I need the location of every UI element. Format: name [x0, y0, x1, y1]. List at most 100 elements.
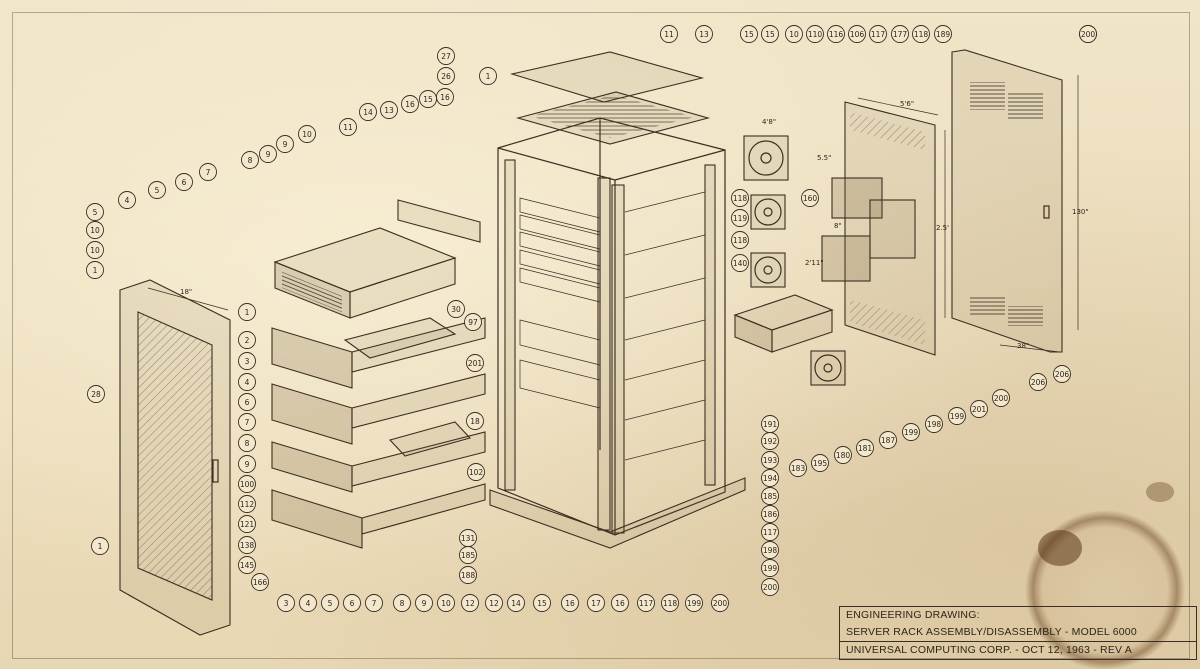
callout-bottom-3: 6 [343, 594, 361, 612]
callout-left_arc-17: 1 [86, 261, 104, 279]
callout-top-1: 26 [437, 67, 455, 85]
svg-text:117: 117 [763, 528, 778, 537]
svg-text:5: 5 [93, 208, 98, 217]
svg-text:187: 187 [881, 436, 896, 445]
svg-text:118: 118 [663, 599, 678, 608]
callout-right_row-6: 198 [925, 415, 943, 433]
callout-left_col-14: 1 [91, 537, 109, 555]
svg-text:200: 200 [713, 599, 728, 608]
title-line-2: SERVER RACK ASSEMBLY/DISASSEMBLY - MODEL… [846, 626, 1137, 638]
callout-top-5: 15 [740, 25, 758, 43]
callout-left_arc-4: 13 [380, 101, 398, 119]
callout-mid-3: 201 [466, 354, 484, 372]
callout-left_arc-15: 10 [86, 221, 104, 239]
callout-right_row-2: 180 [834, 446, 852, 464]
rack-rail-plate [397, 199, 481, 243]
svg-text:118: 118 [733, 194, 748, 203]
callout-bottom-8: 12 [461, 594, 479, 612]
dim-board: 2'11" [805, 259, 824, 267]
svg-text:199: 199 [763, 564, 778, 573]
svg-text:1: 1 [98, 542, 103, 551]
svg-text:118: 118 [733, 236, 748, 245]
svg-text:16: 16 [565, 599, 575, 608]
power-supply-unit [733, 294, 834, 353]
callout-left_col-0: 1 [238, 303, 256, 321]
callout-right_row-0: 183 [789, 459, 807, 477]
svg-text:183: 183 [791, 464, 806, 473]
title-line-1: ENGINEERING DRAWING: [846, 609, 980, 621]
svg-text:198: 198 [927, 420, 942, 429]
callout-bottom-1: 4 [299, 594, 317, 612]
callout-right_row-4: 187 [879, 431, 897, 449]
callout-right_row-8: 201 [970, 400, 988, 418]
callout-left_col-5: 7 [238, 413, 256, 431]
svg-text:26: 26 [441, 72, 451, 81]
svg-text:16: 16 [615, 599, 625, 608]
svg-text:10: 10 [302, 130, 312, 139]
callout-top-16: 200 [1079, 25, 1097, 43]
svg-text:106: 106 [850, 30, 865, 39]
callout-mid-11: 118 [731, 231, 749, 249]
svg-text:14: 14 [511, 599, 521, 608]
svg-text:6: 6 [245, 398, 250, 407]
callout-bottom-2: 5 [321, 594, 339, 612]
callout-left_col-9: 112 [238, 495, 256, 513]
svg-text:15: 15 [537, 599, 547, 608]
callout-left_col-11: 138 [238, 536, 256, 554]
callout-top-6: 15 [761, 25, 779, 43]
callout-bottom-9: 12 [485, 594, 503, 612]
svg-text:13: 13 [384, 106, 394, 115]
svg-text:199: 199 [687, 599, 702, 608]
svg-text:185: 185 [763, 492, 778, 501]
svg-text:112: 112 [240, 500, 255, 509]
callout-left_arc-10: 7 [199, 163, 217, 181]
callout-right_col-9: 200 [761, 578, 779, 596]
callout-right_row-3: 181 [856, 439, 874, 457]
callout-top-2: 1 [479, 67, 497, 85]
dim-side-height: 130" [1072, 208, 1089, 216]
svg-text:14: 14 [363, 108, 373, 117]
svg-text:188: 188 [461, 571, 476, 580]
callout-mid-5: 102 [467, 463, 485, 481]
callout-top-9: 116 [827, 25, 845, 43]
callout-mid-8: 188 [459, 566, 477, 584]
callout-bottom-5: 8 [393, 594, 411, 612]
callout-top-12: 177 [891, 25, 909, 43]
svg-text:9: 9 [245, 460, 250, 469]
svg-text:9: 9 [266, 150, 271, 159]
svg-text:1: 1 [245, 308, 250, 317]
callout-left_arc-14: 4 [118, 191, 136, 209]
callout-right_col-3: 194 [761, 469, 779, 487]
callout-top-0: 27 [437, 47, 455, 65]
svg-text:30: 30 [451, 305, 461, 314]
callout-bottom-6: 9 [415, 594, 433, 612]
callout-left_col-10: 121 [238, 515, 256, 533]
svg-text:10: 10 [90, 246, 100, 255]
callout-bubbles: 2726111131515101101161061171771181891982… [86, 25, 1097, 612]
svg-text:200: 200 [1081, 30, 1096, 39]
svg-text:160: 160 [803, 194, 818, 203]
callout-right_col-1: 192 [761, 432, 779, 450]
callout-bottom-14: 16 [611, 594, 629, 612]
svg-text:145: 145 [240, 561, 255, 570]
side-panel-boards [821, 101, 936, 356]
svg-text:5: 5 [328, 599, 333, 608]
svg-text:6: 6 [182, 178, 187, 187]
callout-left_arc-8: 9 [259, 145, 277, 163]
callout-right_row-5: 199 [902, 423, 920, 441]
callout-bottom-16: 118 [661, 594, 679, 612]
rack-frame [489, 117, 746, 549]
callout-left_arc-1: 16 [401, 95, 419, 113]
svg-text:7: 7 [245, 418, 250, 427]
svg-text:10: 10 [441, 599, 451, 608]
callout-left_arc-7: 9 [276, 135, 294, 153]
callout-left_col-13: 166 [251, 573, 269, 591]
svg-text:9: 9 [422, 599, 427, 608]
svg-text:27: 27 [441, 52, 451, 61]
svg-text:131: 131 [461, 534, 476, 543]
callout-right_row-1: 195 [811, 454, 829, 472]
callout-left_col-2: 3 [238, 352, 256, 370]
svg-text:189: 189 [936, 30, 951, 39]
callout-left_col-12: 145 [238, 556, 256, 574]
